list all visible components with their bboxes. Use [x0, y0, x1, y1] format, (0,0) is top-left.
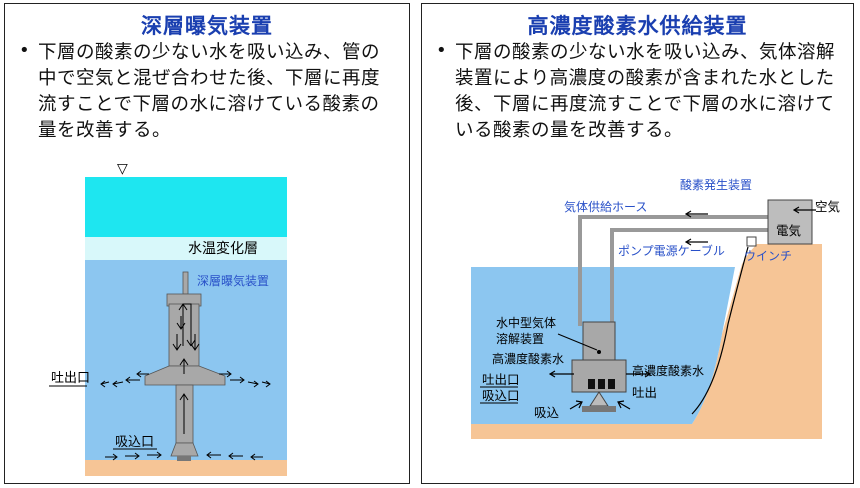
- inlet-port-label: 吸込口: [482, 388, 520, 403]
- thermocline-label: 水温変化層: [188, 241, 258, 257]
- deep-aeration-panel: 深層曝気装置 • 下層の酸素の少ない水を吸い込み、管の中で空気と混ぜ合わせた後、…: [4, 3, 410, 484]
- winch-cable: [691, 246, 749, 415]
- bullet: •: [436, 40, 447, 61]
- dissolver-label: 水中型気体 溶解装置: [496, 316, 557, 346]
- outlet-flow-right-arrows: [219, 370, 271, 388]
- inlet-flow-arrows: [105, 451, 263, 461]
- oxygen-water-description: 下層の酸素の少ない水を吸い込み、気体溶解装置により高濃度の酸素が含まれた水とした…: [455, 42, 836, 141]
- deep-aeration-description: 下層の酸素の少ない水を吸い込み、管の中で空気と混ぜ合わせた後、下層に再度流すこと…: [38, 42, 381, 141]
- flow-arrows: [548, 206, 816, 410]
- oxygen-water-title: 高濃度酸素水供給装置: [527, 14, 748, 38]
- pump-cable-label: ポンプ電源ケーブル: [618, 244, 725, 258]
- oxygen-generator-label: 酸素発生装置: [680, 178, 753, 192]
- hc-water-left-label: 高濃度酸素水: [492, 352, 565, 366]
- gas-supply-hose: [578, 215, 768, 326]
- hc-water-right-label: 高濃度酸素水: [632, 364, 705, 378]
- sediment-layer: [85, 460, 287, 476]
- gas-hose-label: 気体供給ホース: [564, 200, 648, 214]
- winch-label: ウインチ: [744, 249, 793, 263]
- oxygen-water-panel: 高濃度酸素水供給装置 • 下層の酸素の少ない水を吸い込み、気体溶解装置により高濃…: [421, 3, 854, 484]
- deep-aeration-title: 深層曝気装置: [141, 14, 273, 38]
- outlet-label: 吐出口: [51, 371, 91, 386]
- water-surface-icon: ▽: [117, 161, 128, 177]
- bullet: •: [19, 40, 30, 61]
- aeration-device: [144, 271, 226, 461]
- thermocline-layer: [85, 237, 287, 260]
- oxygen-water-diagram: [471, 199, 822, 439]
- outlet-flow-left-arrows: [100, 370, 149, 388]
- air-label: 空気: [815, 199, 841, 214]
- pump-power-cable: [610, 228, 768, 326]
- outlet-label: 吐出口: [482, 372, 520, 387]
- ground-bank: [471, 244, 822, 439]
- inlet-label: 吸込口: [115, 435, 155, 450]
- dissolver-device: [557, 321, 627, 412]
- surface-water-layer: [85, 177, 287, 237]
- oxygen-generator-box: [767, 199, 813, 245]
- deep-aeration-diagram: [49, 177, 287, 476]
- discharge-label: 吐出: [632, 385, 658, 400]
- electric-label: 電気: [776, 223, 802, 238]
- device-label: 深層曝気装置: [197, 274, 270, 288]
- winch-icon: [746, 236, 757, 247]
- suction-label: 吸込: [534, 405, 560, 420]
